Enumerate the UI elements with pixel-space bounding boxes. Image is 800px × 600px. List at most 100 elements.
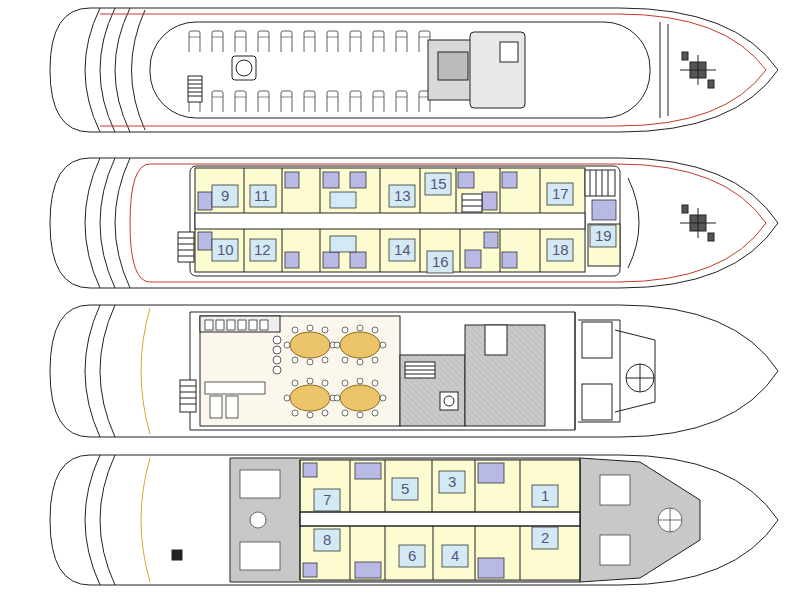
upper-deck-part: [628, 178, 639, 268]
cabin-number: 3: [448, 474, 456, 490]
upper-deck-part-part: [465, 250, 481, 268]
upper-deck-part-part: [547, 239, 573, 261]
sun-deck-part: [50, 8, 778, 132]
cabin-number: 8: [323, 532, 331, 548]
sun-deck: [50, 8, 778, 132]
main-deck-part: [290, 332, 380, 411]
main-deck-part-part: [380, 395, 386, 401]
main-deck-part-part: [292, 357, 298, 363]
lower-deck-part: [230, 458, 580, 582]
main-deck-part-part: [357, 378, 363, 384]
upper-deck-part-part: [212, 185, 238, 207]
cabin-number: 19: [595, 228, 612, 244]
lower-deck-part-part: [442, 545, 468, 567]
cabin-number: 17: [552, 186, 569, 202]
lower-deck-part-part: [314, 489, 340, 511]
upper-deck-part: [588, 224, 620, 266]
main-deck-part-part: [342, 357, 348, 363]
sun-deck-part: [85, 8, 145, 132]
main-deck-part-part: [372, 380, 378, 386]
cabin-number: 14: [394, 242, 411, 258]
upper-deck-part-part: [462, 200, 482, 206]
lower-deck-part-part: [478, 463, 504, 483]
main-deck-part-part: [273, 366, 281, 374]
upper-deck-part-part: [682, 205, 688, 213]
cabin-number: 10: [217, 242, 234, 258]
lower-deck-part: [300, 512, 580, 526]
main-deck-part-part: [249, 320, 257, 330]
main-deck-part-part: [284, 342, 290, 348]
main-deck-part-part: [322, 327, 328, 333]
main-deck-part-part: [342, 327, 348, 333]
lower-deck-part: [350, 526, 520, 580]
main-deck-part: [444, 396, 454, 406]
main-deck-part: [405, 366, 435, 374]
main-deck-part-part: [372, 327, 378, 333]
main-deck: [50, 305, 778, 437]
cabin-number: 4: [451, 548, 459, 564]
lower-deck-part: [240, 470, 682, 570]
main-deck-part: [205, 320, 281, 418]
main-deck-part-part: [292, 380, 298, 386]
main-deck-part-part: [342, 380, 348, 386]
lower-deck-part-part: [532, 527, 558, 549]
cabin-number: 12: [254, 242, 271, 258]
main-deck-part-part: [273, 356, 281, 364]
upper-deck-part: [190, 166, 620, 276]
sun-deck-part: [150, 22, 650, 118]
main-deck-part-part: [307, 412, 313, 418]
upper-deck-part: [244, 168, 540, 213]
upper-deck-part-part: [482, 192, 497, 210]
main-deck-part: [400, 355, 465, 426]
lower-deck-part: [300, 460, 580, 580]
lower-deck-part-part: [355, 562, 381, 578]
lower-deck-part-part: [439, 471, 465, 493]
upper-deck-part-part: [590, 225, 616, 247]
upper-deck-part-part: [425, 173, 451, 195]
lower-deck-part: [300, 460, 580, 580]
upper-deck-part: [244, 229, 540, 272]
upper-deck-part-part: [502, 172, 517, 188]
upper-deck-part-part: [389, 185, 415, 207]
lower-deck-part-part: [355, 463, 381, 479]
sun-deck-part: [438, 52, 468, 80]
upper-deck: [50, 158, 778, 288]
main-deck-part-part: [205, 382, 265, 394]
upper-deck-part: [85, 158, 130, 288]
upper-deck-part-part: [330, 236, 356, 252]
main-deck-part: [582, 384, 612, 420]
main-deck-part: [465, 325, 545, 426]
lower-deck-part: [303, 463, 504, 578]
sun-deck-part: [185, 28, 438, 52]
upper-deck-part-part: [350, 172, 366, 188]
sun-deck-part-part: [188, 76, 202, 102]
upper-deck-part: [178, 170, 615, 262]
main-deck-part-part: [205, 320, 213, 330]
main-deck-part-part: [340, 385, 380, 411]
upper-deck-part: [195, 168, 585, 272]
upper-deck-part-part: [323, 172, 339, 188]
lower-deck-part-part: [600, 535, 630, 565]
lower-deck: [50, 455, 778, 585]
upper-deck-part-part: [590, 170, 608, 196]
upper-deck-part-part: [285, 172, 299, 188]
upper-deck-part: [195, 213, 585, 229]
main-deck-part-part: [342, 410, 348, 416]
lower-deck-part: [300, 512, 580, 526]
lower-deck-part: [580, 458, 700, 582]
upper-deck-part-part: [350, 252, 366, 268]
main-deck-part: [180, 380, 196, 412]
lower-deck-part-part: [658, 508, 682, 532]
main-deck-part-part: [307, 325, 313, 331]
sun-deck-part: [100, 14, 766, 126]
upper-deck-part-part: [502, 252, 517, 268]
main-deck-part-part: [372, 410, 378, 416]
main-deck-part-part: [307, 378, 313, 384]
upper-deck-part-part: [389, 239, 415, 261]
main-deck-part-part: [273, 336, 281, 344]
lower-deck-part-part: [240, 470, 280, 498]
main-deck-part-part: [284, 395, 290, 401]
main-deck-part-part: [357, 325, 363, 331]
main-deck-part: [575, 312, 620, 430]
lower-deck-part-part: [478, 558, 504, 578]
